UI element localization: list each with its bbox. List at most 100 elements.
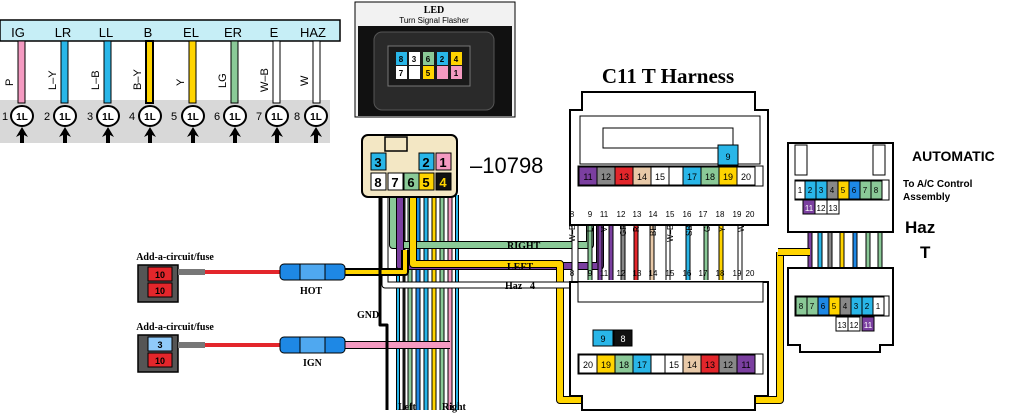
pin-number-5: 5 xyxy=(171,111,177,123)
auto-top-pin-8: 8 xyxy=(874,186,879,195)
auto-bot-pin-6: 6 xyxy=(821,302,826,311)
wire-color-y: Y xyxy=(175,78,187,86)
pin-number-6: 6 xyxy=(214,111,220,123)
c11-wire-y: Y xyxy=(718,226,727,232)
auto-top-pin-4: 4 xyxy=(830,186,835,195)
c11-upper-pin-19: 19 xyxy=(723,172,733,182)
pin-label-ig: IG xyxy=(11,25,25,40)
auto-bot-pin-4: 4 xyxy=(843,302,848,311)
c11-wire-gr: GR xyxy=(619,224,628,236)
c11-pin-numbers-top: 8 9 11 12 13 14 15 16 17 18 19 20 xyxy=(570,210,755,219)
part-number: –10798 xyxy=(470,153,543,178)
right-bottom-label: Right xyxy=(442,402,467,413)
left-bottom-label: Left xyxy=(398,402,416,413)
pin-number-2: 2 xyxy=(44,111,50,123)
c11-bot-pinnum-14: 14 xyxy=(649,269,658,278)
c11-lower-pin-14: 14 xyxy=(687,360,697,370)
c11-upper-pin-15: 15 xyxy=(655,172,665,182)
c11-upper-pin-11: 11 xyxy=(583,172,592,182)
c11-top-pinnum-20: 20 xyxy=(746,210,755,219)
led-pin-3: 3 xyxy=(412,55,417,64)
c11-wire-v: V xyxy=(600,226,609,232)
flasher-pin-strip: IG LR LL B EL ER E HAZ P L–Y L–B B–Y Y L… xyxy=(0,19,341,143)
pin-label-el: EL xyxy=(183,25,199,40)
wire-color-lb: L–B xyxy=(90,70,102,90)
auto-top-pin-11: 11 xyxy=(805,204,814,213)
c11-wire-sb: SB xyxy=(685,225,694,236)
pin-number-8: 8 xyxy=(294,111,300,123)
c11-top-pinnum-16: 16 xyxy=(683,210,692,219)
c11-bot-pinnum-18: 18 xyxy=(716,269,725,278)
c11-top-pinnum-9: 9 xyxy=(588,210,593,219)
wire-color-lg: LG xyxy=(217,73,229,88)
c11-wire-r: R xyxy=(632,226,641,232)
c11-bot-pinnum-17: 17 xyxy=(699,269,708,278)
butt-connectors xyxy=(279,263,346,354)
automatic-title: AUTOMATIC xyxy=(912,148,995,164)
automatic-upper-connector: 1 2 3 4 5 6 7 8 11 12 13 xyxy=(787,142,894,233)
automatic-sub-1: To A/C Control xyxy=(903,179,973,190)
led-pin-8: 8 xyxy=(399,55,404,64)
auto-top-pin-7: 7 xyxy=(863,186,868,195)
auto-bot-pin-3: 3 xyxy=(854,302,859,311)
fuse-2-bottom-value: 10 xyxy=(155,356,165,366)
t-label: T xyxy=(920,243,931,262)
gnd-label: GND xyxy=(357,310,379,321)
c11-upper-top-9: 9 xyxy=(725,152,730,162)
c11-wire-wb-2: W–B xyxy=(666,225,675,242)
c11-lower-top-8: 8 xyxy=(620,334,625,344)
c11-upper-pin-18: 18 xyxy=(705,172,715,182)
c11-lower-pin-15: 15 xyxy=(669,360,679,370)
pin-label-er: ER xyxy=(224,25,242,40)
pin-label-haz: HAZ xyxy=(300,25,326,40)
c11-lower-connector: 9 8 20 19 18 17 15 14 13 12 11 xyxy=(569,281,769,411)
led-subtitle: Turn Signal Flasher xyxy=(399,16,469,25)
fuse-1-top-value: 10 xyxy=(155,270,165,280)
connector-label-4: 1L xyxy=(144,112,156,123)
auto-bot-pin-1: 1 xyxy=(876,302,881,311)
automatic-lower-connector: 8 7 6 5 4 3 2 1 13 12 11 xyxy=(787,267,894,353)
c11-top-pinnum-13: 13 xyxy=(633,210,642,219)
auto-top-pin-12: 12 xyxy=(817,204,826,213)
auto-bot-pin-8: 8 xyxy=(799,302,804,311)
plug-pin-3: 3 xyxy=(374,155,381,170)
c11-bot-pinnum-8: 8 xyxy=(570,269,575,278)
automatic-sub-2: Assembly xyxy=(903,192,951,203)
pin-number-3: 3 xyxy=(87,111,93,123)
auto-top-pin-3: 3 xyxy=(819,186,824,195)
right-wire-label: RIGHT xyxy=(507,241,541,252)
auto-bot-pin-2: 2 xyxy=(865,302,870,311)
c11-wire-g: G xyxy=(703,226,712,232)
auto-top-pin-1: 1 xyxy=(798,186,803,195)
wire-color-by: B–Y xyxy=(132,69,144,90)
connector-label-8: 1L xyxy=(310,112,322,123)
fuse-1-bottom-value: 10 xyxy=(155,286,165,296)
led-title: LED xyxy=(424,5,445,16)
c11-lower-pin-11: 11 xyxy=(741,360,750,370)
c11-wire-colors: W–B L V GR R BE W–B SB G Y W xyxy=(568,224,746,242)
c11-bot-pinnum-11: 11 xyxy=(600,269,609,278)
haz-wire-number: 4 xyxy=(530,281,535,292)
c11-top-pinnum-8: 8 xyxy=(570,210,575,219)
connector-label-2: 1L xyxy=(59,112,71,123)
flasher-plug: 3 2 1 8 7 6 5 4 xyxy=(361,134,458,198)
wire-color-w: W xyxy=(299,75,311,86)
auto-top-pin-13: 13 xyxy=(829,204,838,213)
led-pin-1: 1 xyxy=(454,69,459,78)
auto-bot-pin-5: 5 xyxy=(832,302,837,311)
add-fuse-title-1: Add-a-circuit/fuse xyxy=(136,252,214,263)
led-pin-6: 6 xyxy=(426,55,431,64)
auto-top-pin-2: 2 xyxy=(808,186,813,195)
c11-top-pinnum-12: 12 xyxy=(617,210,626,219)
led-flasher-photo: LED Turn Signal Flasher 8 7 3 5 6 2 4 1 xyxy=(354,1,516,118)
c11-lower-pin-18: 18 xyxy=(619,360,629,370)
c11-lower-pin-20: 20 xyxy=(583,360,593,370)
c11-upper-connector: 9 11 12 13 14 15 17 18 19 20 xyxy=(569,91,769,226)
c11-lower-pin-12: 12 xyxy=(723,360,733,370)
add-fuse-1: Add-a-circuit/fuse 10 10 xyxy=(136,252,214,303)
wire-color-wb: W–B xyxy=(259,68,271,92)
c11-bot-pinnum-15: 15 xyxy=(666,269,675,278)
auto-bot-pin-11: 11 xyxy=(864,321,873,330)
connector-label-3: 1L xyxy=(102,112,114,123)
